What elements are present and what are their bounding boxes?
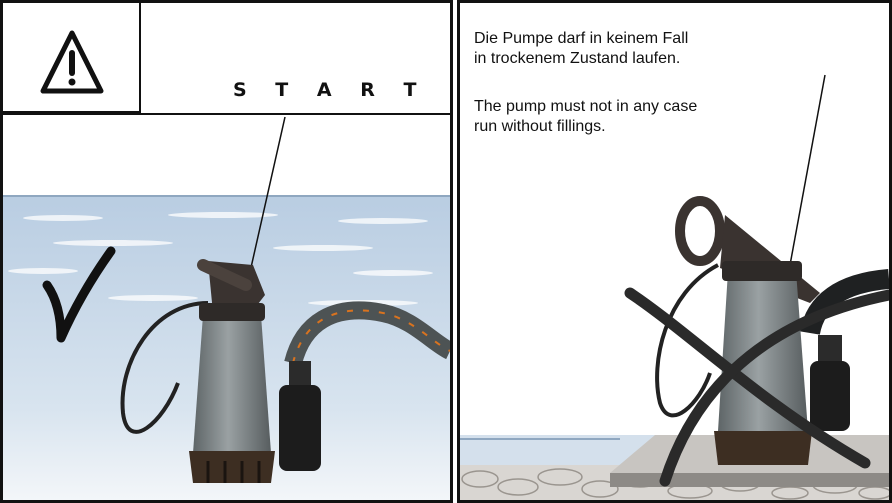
pump-base — [714, 431, 812, 465]
note-english-line2: run without fillings. — [474, 117, 697, 137]
pump-handle — [680, 201, 720, 261]
hose-connector — [279, 385, 321, 471]
note-german-line2: in trockenem Zustand laufen. — [474, 49, 688, 69]
note-german-line1: Die Pumpe darf in keinem Fall — [474, 29, 688, 49]
left-panel: S T A R T — [0, 0, 453, 503]
submerged-pump-illustration — [3, 3, 450, 500]
pointer-line — [790, 75, 825, 265]
note-english: The pump must not in any case run withou… — [474, 97, 697, 137]
note-german: Die Pumpe darf in keinem Fall in trocken… — [474, 29, 688, 69]
note-english-line1: The pump must not in any case — [474, 97, 697, 117]
pump-base — [189, 451, 275, 483]
pump-body — [193, 315, 271, 453]
right-panel: Die Pumpe darf in keinem Fall in trocken… — [457, 0, 892, 503]
dry-pump-illustration — [460, 3, 889, 500]
hose-connector — [810, 361, 850, 431]
